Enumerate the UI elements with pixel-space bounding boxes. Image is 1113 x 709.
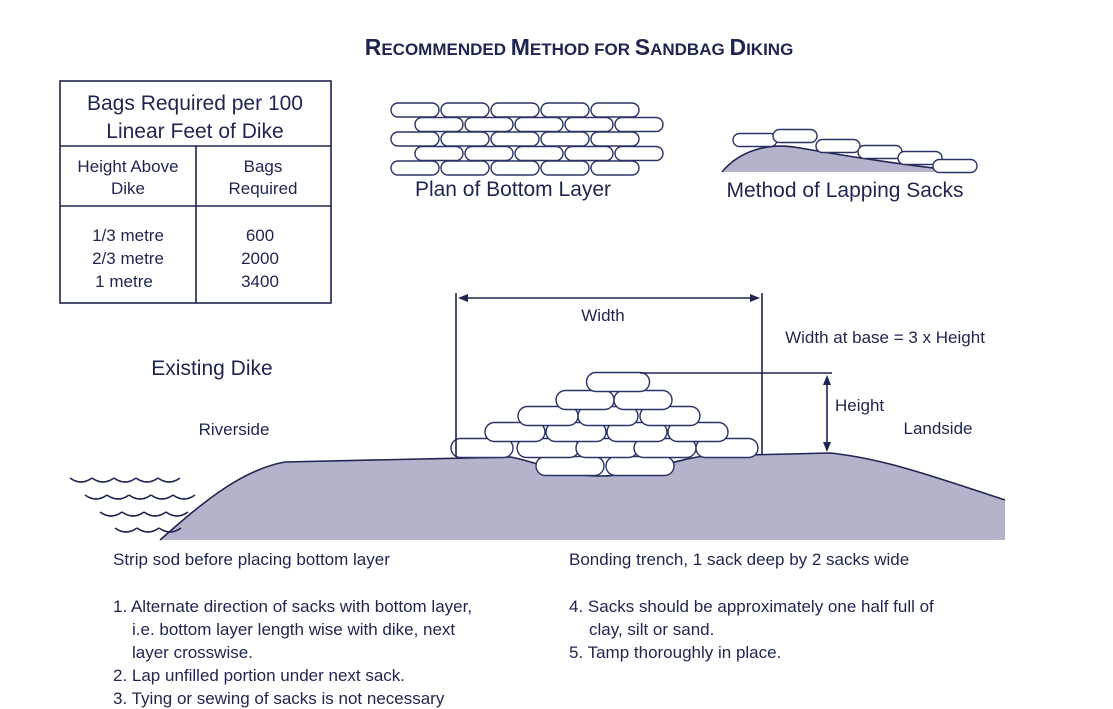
- sandbag: [535, 455, 605, 477]
- sandbag: [772, 128, 818, 144]
- wave: [114, 527, 138, 533]
- wave: [106, 494, 130, 500]
- column-header-bags: Required: [229, 179, 298, 198]
- strip-sod-label: Strip sod before placing bottom layer: [113, 550, 390, 569]
- riverside-label: Riverside: [199, 420, 270, 439]
- sandbag: [414, 116, 464, 133]
- height-dimension: [640, 372, 832, 452]
- wave: [91, 477, 115, 483]
- notes-right: 4. Sacks should be approximately one hal…: [569, 597, 934, 662]
- width-label: Width: [581, 306, 624, 325]
- sandbag: [390, 131, 440, 147]
- wave: [143, 511, 167, 517]
- sandbag: [464, 145, 514, 162]
- sandbag: [614, 116, 664, 133]
- sandbag: [590, 160, 640, 176]
- table-caption: Linear Feet of Dike: [106, 120, 283, 143]
- wave: [84, 494, 108, 500]
- sandbag: [932, 158, 978, 174]
- sandbag: [605, 455, 675, 477]
- width-dimension: [455, 293, 763, 457]
- sandbag: [585, 371, 651, 393]
- sandbag: [695, 437, 759, 459]
- table-caption: Bags Required per 100: [87, 92, 303, 115]
- sandbag: [490, 131, 540, 147]
- sandbag: [490, 102, 540, 118]
- wave: [128, 494, 152, 500]
- lapping-sacks-illustration: [721, 128, 978, 174]
- sandbag: [414, 145, 464, 162]
- wave: [99, 511, 123, 517]
- sandbag: [514, 145, 564, 162]
- sandbag: [540, 102, 590, 118]
- note-line: clay, silt or sand.: [589, 620, 714, 639]
- sandbag: [484, 421, 546, 443]
- note-line: i.e. bottom layer length wise with dike,…: [132, 620, 455, 639]
- lapping-label: Method of Lapping Sacks: [727, 179, 964, 202]
- wave: [113, 477, 137, 483]
- ground-outline: [159, 452, 1006, 541]
- wave: [136, 527, 160, 533]
- wave: [150, 494, 174, 500]
- landside-label: Landside: [903, 419, 972, 438]
- column-header-bags: Bags: [244, 157, 283, 176]
- plan-bottom-label: Plan of Bottom Layer: [415, 178, 611, 201]
- plan-of-bottom-layer-illustration: [390, 102, 664, 176]
- note-line: 5. Tamp thoroughly in place.: [569, 643, 781, 662]
- existing-dike-ground: [160, 453, 1005, 540]
- sandbag-dike-cross-section: [450, 371, 759, 477]
- table-cell: 1/3 metre: [92, 226, 164, 245]
- sandbag: [613, 389, 673, 411]
- notes-left: 1. Alternate direction of sacks with bot…: [113, 597, 472, 708]
- diagram-title: RECOMMENDED METHOD FOR SANDBAG DIKING: [365, 34, 794, 60]
- sandbag: [540, 160, 590, 176]
- table-cell: 3400: [241, 272, 279, 291]
- sandbag: [464, 116, 514, 133]
- note-line: layer crosswise.: [132, 643, 253, 662]
- wave: [157, 477, 181, 483]
- sandbag: [514, 116, 564, 133]
- wave: [158, 527, 182, 533]
- note-line: 4. Sacks should be approximately one hal…: [569, 597, 934, 616]
- column-header-height: Dike: [111, 179, 145, 198]
- water-waves: [69, 477, 196, 533]
- wave: [165, 511, 189, 517]
- sandbag: [440, 160, 490, 176]
- existing-dike-label: Existing Dike: [151, 357, 272, 380]
- sandbag: [555, 389, 615, 411]
- sandbag: [857, 144, 903, 160]
- column-header-height: Height Above: [77, 157, 178, 176]
- height-label: Height: [835, 396, 884, 415]
- wave: [121, 511, 145, 517]
- note-line: 2. Lap unfilled portion under next sack.: [113, 666, 405, 685]
- sandbag: [614, 145, 664, 162]
- sandbag: [490, 160, 540, 176]
- wave: [172, 494, 196, 500]
- bonding-trench-label: Bonding trench, 1 sack deep by 2 sacks w…: [569, 550, 909, 569]
- note-line: 1. Alternate direction of sacks with bot…: [113, 597, 472, 616]
- sandbag: [540, 131, 590, 147]
- bags-required-table: Bags Required per 100 Linear Feet of Dik…: [59, 80, 332, 304]
- table-cell: 2000: [241, 249, 279, 268]
- sandbag: [390, 160, 440, 176]
- table-cell: 2/3 metre: [92, 249, 164, 268]
- sandbag: [390, 102, 440, 118]
- sandbag: [590, 102, 640, 118]
- sandbag: [815, 138, 861, 154]
- wave: [135, 477, 159, 483]
- sandbag: [606, 421, 668, 443]
- sandbag: [732, 132, 778, 148]
- sandbag: [897, 150, 943, 166]
- sandbag: [564, 116, 614, 133]
- table-cell: 1 metre: [95, 272, 153, 291]
- sandbag: [564, 145, 614, 162]
- sandbag: [590, 131, 640, 147]
- note-line: 3. Tying or sewing of sacks is not neces…: [113, 689, 445, 708]
- wave: [69, 477, 93, 483]
- sandbag: [440, 102, 490, 118]
- width-rule-label: Width at base = 3 x Height: [785, 328, 985, 347]
- table-cell: 600: [246, 226, 274, 245]
- sandbag: [450, 437, 514, 459]
- sandbag: [440, 131, 490, 147]
